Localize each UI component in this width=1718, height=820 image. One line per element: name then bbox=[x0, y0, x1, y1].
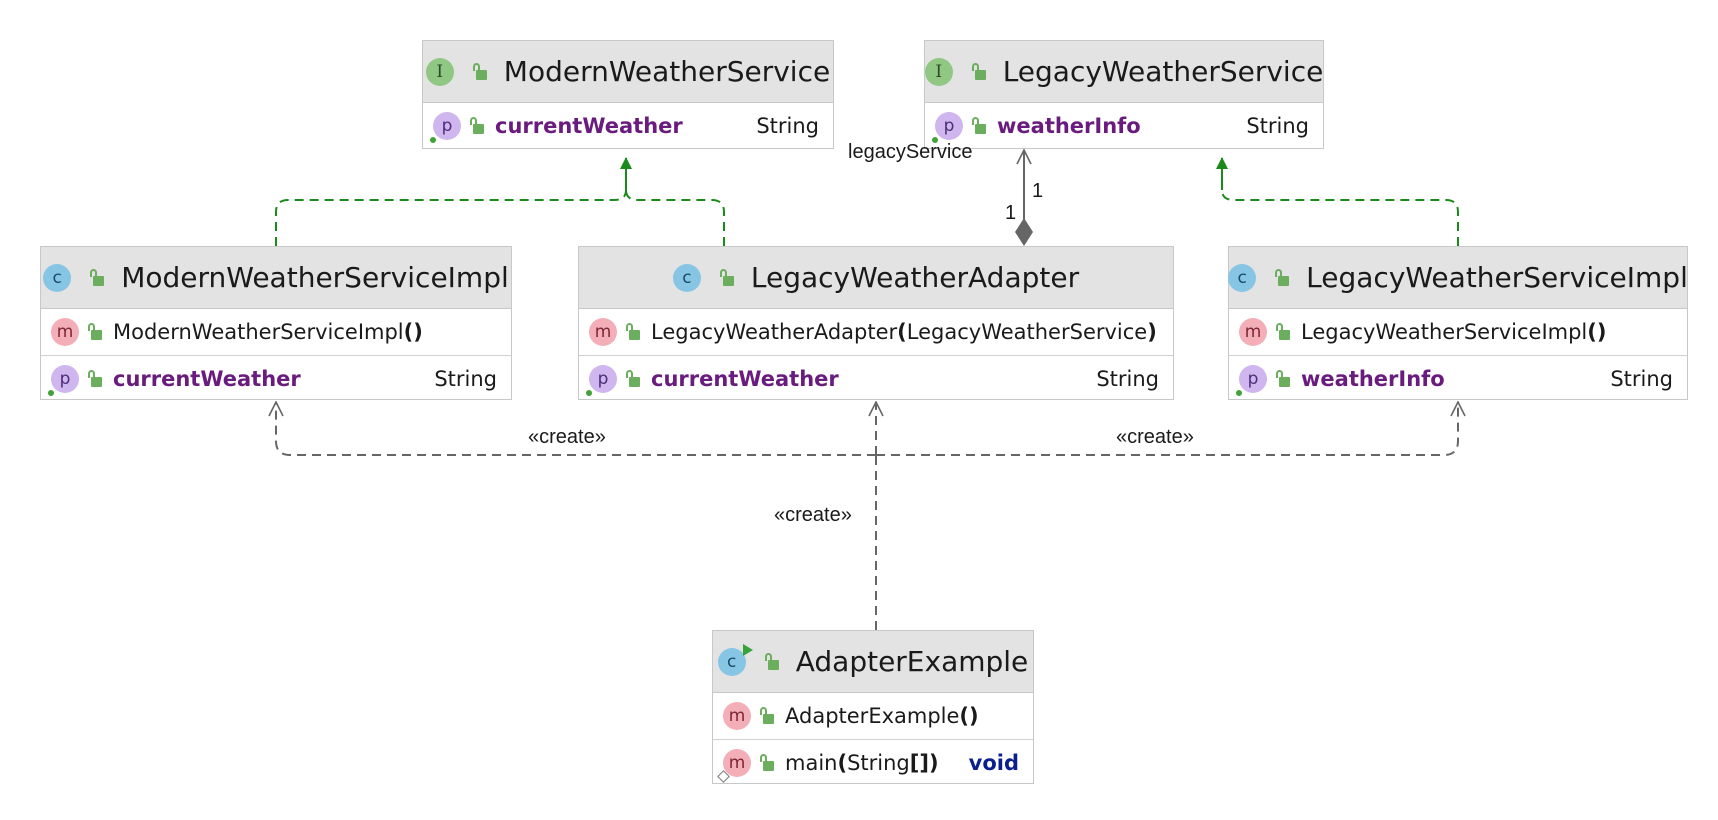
interface-icon: I bbox=[425, 57, 454, 86]
constructor-signature: LegacyWeatherAdapter(LegacyWeatherServic… bbox=[651, 320, 1157, 344]
property-row[interactable]: p currentWeather String bbox=[579, 355, 1173, 401]
property-type: String bbox=[1610, 366, 1673, 391]
property-type: String bbox=[756, 114, 819, 138]
runnable-class-icon: c bbox=[717, 643, 753, 676]
property-row[interactable]: p weatherInfo String bbox=[1229, 355, 1687, 401]
dependency-legacy-impl bbox=[876, 402, 1458, 456]
class-header: I LegacyWeatherService bbox=[924, 41, 1324, 103]
class-name: LegacyWeatherService bbox=[1002, 55, 1324, 88]
public-lock-icon bbox=[625, 369, 641, 388]
create-label-modern-impl: «create» bbox=[528, 426, 606, 448]
class-header: c LegacyWeatherServiceImpl bbox=[1228, 247, 1688, 309]
class-icon: c bbox=[43, 263, 72, 292]
property-icon: p bbox=[932, 112, 963, 143]
create-label-legacy-impl: «create» bbox=[1116, 426, 1194, 448]
property-type: String bbox=[1096, 366, 1159, 391]
property-name: currentWeather bbox=[495, 114, 683, 138]
method-icon: m bbox=[51, 318, 79, 346]
constructor-signature: AdapterExample() bbox=[785, 704, 979, 728]
constructor-row[interactable]: m AdapterExample() bbox=[713, 693, 1033, 739]
property-name: currentWeather bbox=[113, 366, 301, 391]
public-lock-icon bbox=[764, 652, 780, 671]
modern-weather-service-box[interactable]: I ModernWeatherService p currentWeather … bbox=[422, 40, 834, 149]
property-icon: p bbox=[586, 364, 617, 396]
property-type: String bbox=[434, 366, 497, 391]
adapter-example-box[interactable]: c AdapterExample m AdapterExample() m ma… bbox=[712, 630, 1034, 784]
public-lock-icon bbox=[971, 117, 987, 135]
class-name: ModernWeatherService bbox=[503, 55, 831, 88]
public-lock-icon bbox=[89, 268, 105, 287]
property-row[interactable]: p currentWeather String bbox=[41, 355, 511, 401]
class-header: c LegacyWeatherAdapter bbox=[579, 247, 1173, 309]
property-type: String bbox=[1246, 114, 1309, 138]
legacy-weather-service-box[interactable]: I LegacyWeatherService p weatherInfo Str… bbox=[924, 40, 1324, 149]
property-icon: p bbox=[430, 112, 461, 143]
class-name: ModernWeatherServiceImpl bbox=[121, 261, 509, 294]
modern-weather-service-impl-box[interactable]: c ModernWeatherServiceImpl m ModernWeath… bbox=[40, 246, 512, 400]
class-icon: c bbox=[1228, 263, 1257, 292]
public-lock-icon bbox=[87, 369, 103, 388]
property-icon: p bbox=[1236, 364, 1267, 396]
composition-diamond bbox=[1015, 218, 1033, 246]
class-icon: c bbox=[672, 263, 701, 292]
create-label-adapter: «create» bbox=[774, 504, 852, 526]
class-name: LegacyWeatherServiceImpl bbox=[1306, 261, 1688, 294]
constructor-row[interactable]: m LegacyWeatherAdapter(LegacyWeatherServ… bbox=[579, 309, 1173, 355]
static-method-icon: m bbox=[717, 748, 751, 783]
realization-modern-impl bbox=[275, 189, 627, 246]
dependency-modern-impl bbox=[276, 402, 876, 456]
class-header: I ModernWeatherService bbox=[423, 41, 833, 103]
public-lock-icon bbox=[1275, 323, 1291, 341]
class-header: c ModernWeatherServiceImpl bbox=[41, 247, 511, 309]
constructor-signature: ModernWeatherServiceImpl() bbox=[113, 320, 423, 344]
class-name: LegacyWeatherAdapter bbox=[750, 261, 1080, 294]
constructor-row[interactable]: m ModernWeatherServiceImpl() bbox=[41, 309, 511, 355]
interface-icon: I bbox=[924, 57, 953, 86]
property-row[interactable]: p currentWeather String bbox=[423, 103, 833, 149]
source-multiplicity-label: 1 bbox=[1005, 202, 1017, 224]
property-name: weatherInfo bbox=[997, 114, 1141, 138]
property-row[interactable]: p weatherInfo String bbox=[925, 103, 1323, 149]
public-lock-icon bbox=[1274, 268, 1290, 287]
target-multiplicity-label: 1 bbox=[1032, 180, 1044, 202]
method-signature: main(String[]) bbox=[785, 750, 939, 775]
class-name: AdapterExample bbox=[795, 645, 1029, 678]
public-lock-icon bbox=[472, 62, 488, 81]
legacy-weather-adapter-box[interactable]: c LegacyWeatherAdapter m LegacyWeatherAd… bbox=[578, 246, 1174, 400]
public-lock-icon bbox=[719, 268, 735, 287]
method-icon: m bbox=[589, 318, 617, 346]
public-lock-icon bbox=[1275, 369, 1291, 388]
public-lock-icon bbox=[759, 707, 775, 725]
legacy-weather-service-impl-box[interactable]: c LegacyWeatherServiceImpl m LegacyWeath… bbox=[1228, 246, 1688, 400]
property-name: currentWeather bbox=[651, 366, 839, 391]
public-lock-icon bbox=[87, 323, 103, 341]
association-role-label: legacyService bbox=[848, 141, 973, 163]
public-lock-icon bbox=[625, 323, 641, 341]
realization-legacy-impl bbox=[1221, 189, 1459, 246]
class-header: c AdapterExample bbox=[713, 631, 1033, 693]
property-name: weatherInfo bbox=[1301, 366, 1445, 391]
realization-adapter bbox=[625, 189, 725, 246]
method-row[interactable]: m main(String[]) void bbox=[713, 739, 1033, 785]
property-icon: p bbox=[48, 364, 79, 396]
method-return-type: void bbox=[968, 750, 1019, 775]
public-lock-icon bbox=[971, 62, 987, 81]
public-lock-icon bbox=[759, 753, 775, 772]
method-icon: m bbox=[723, 702, 751, 730]
public-lock-icon bbox=[469, 117, 485, 135]
method-icon: m bbox=[1239, 318, 1267, 346]
constructor-row[interactable]: m LegacyWeatherServiceImpl() bbox=[1229, 309, 1687, 355]
constructor-signature: LegacyWeatherServiceImpl() bbox=[1301, 320, 1607, 344]
